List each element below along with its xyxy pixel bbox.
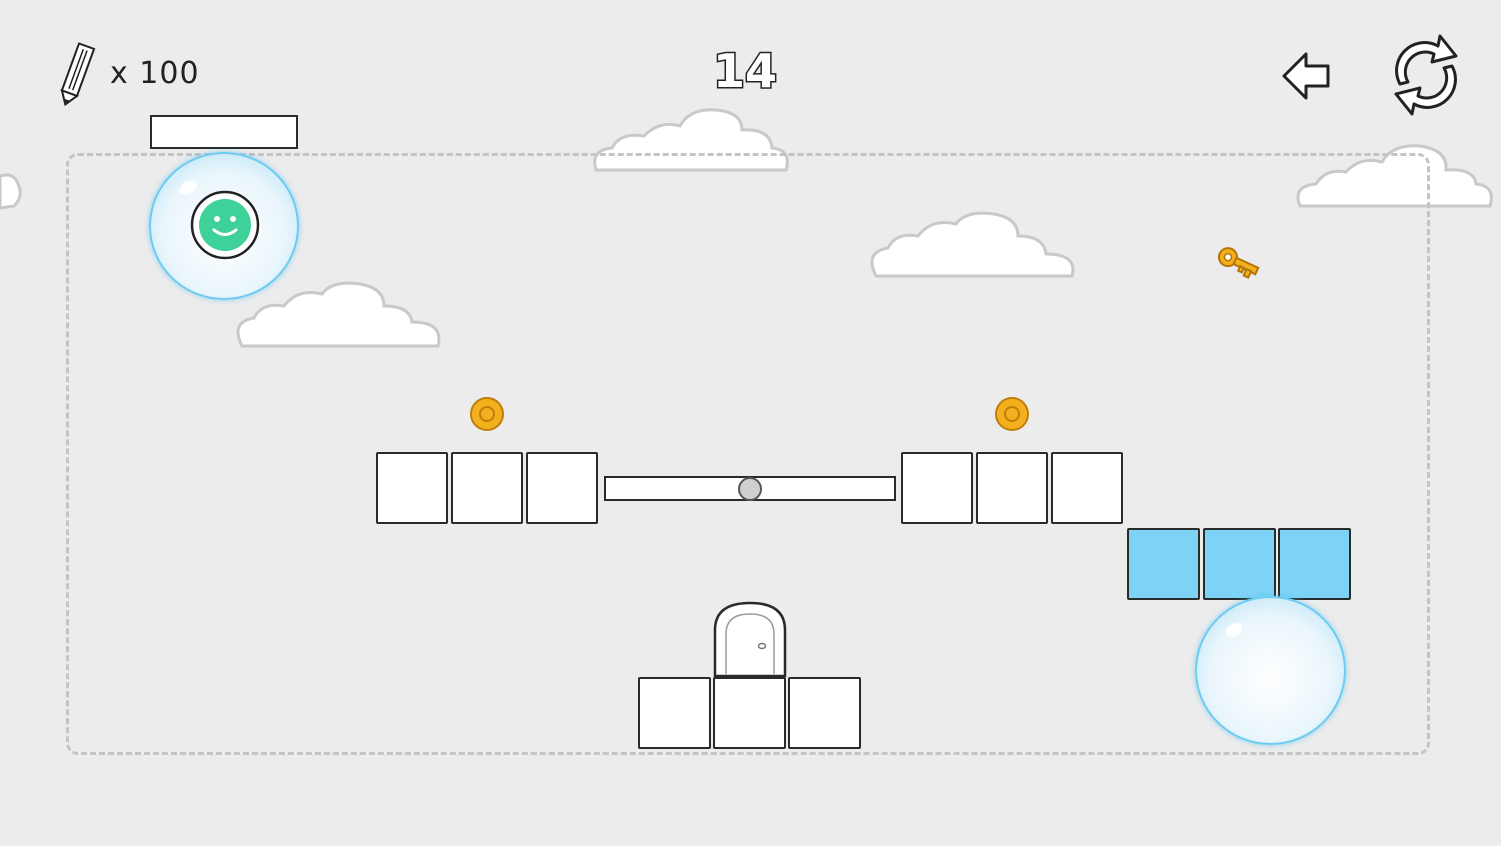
restart-icon <box>1394 34 1458 116</box>
restart-button[interactable] <box>1386 32 1466 118</box>
pivot-icon <box>738 477 762 501</box>
white-block <box>901 452 973 524</box>
top-plank <box>150 115 298 149</box>
ink-count: x 100 <box>110 56 200 91</box>
ice-block <box>1127 528 1200 600</box>
key-icon[interactable] <box>1214 244 1262 284</box>
ice-block <box>1278 528 1351 600</box>
white-block <box>376 452 448 524</box>
arrow-left-icon <box>1282 52 1330 100</box>
door-icon <box>712 600 788 678</box>
coin-icon[interactable] <box>995 397 1029 431</box>
white-block <box>788 677 861 749</box>
white-block <box>526 452 598 524</box>
smiley-ball <box>188 189 262 261</box>
white-block <box>451 452 523 524</box>
white-block <box>638 677 711 749</box>
back-button[interactable] <box>1280 46 1340 106</box>
coin-icon[interactable] <box>470 397 504 431</box>
empty-bubble[interactable] <box>1195 596 1346 745</box>
play-area <box>66 153 1430 755</box>
pencil-icon <box>50 40 100 110</box>
white-block <box>713 677 786 749</box>
level-number: 14 <box>711 43 778 100</box>
ice-block <box>1203 528 1276 600</box>
white-block <box>1051 452 1123 524</box>
white-block <box>976 452 1048 524</box>
